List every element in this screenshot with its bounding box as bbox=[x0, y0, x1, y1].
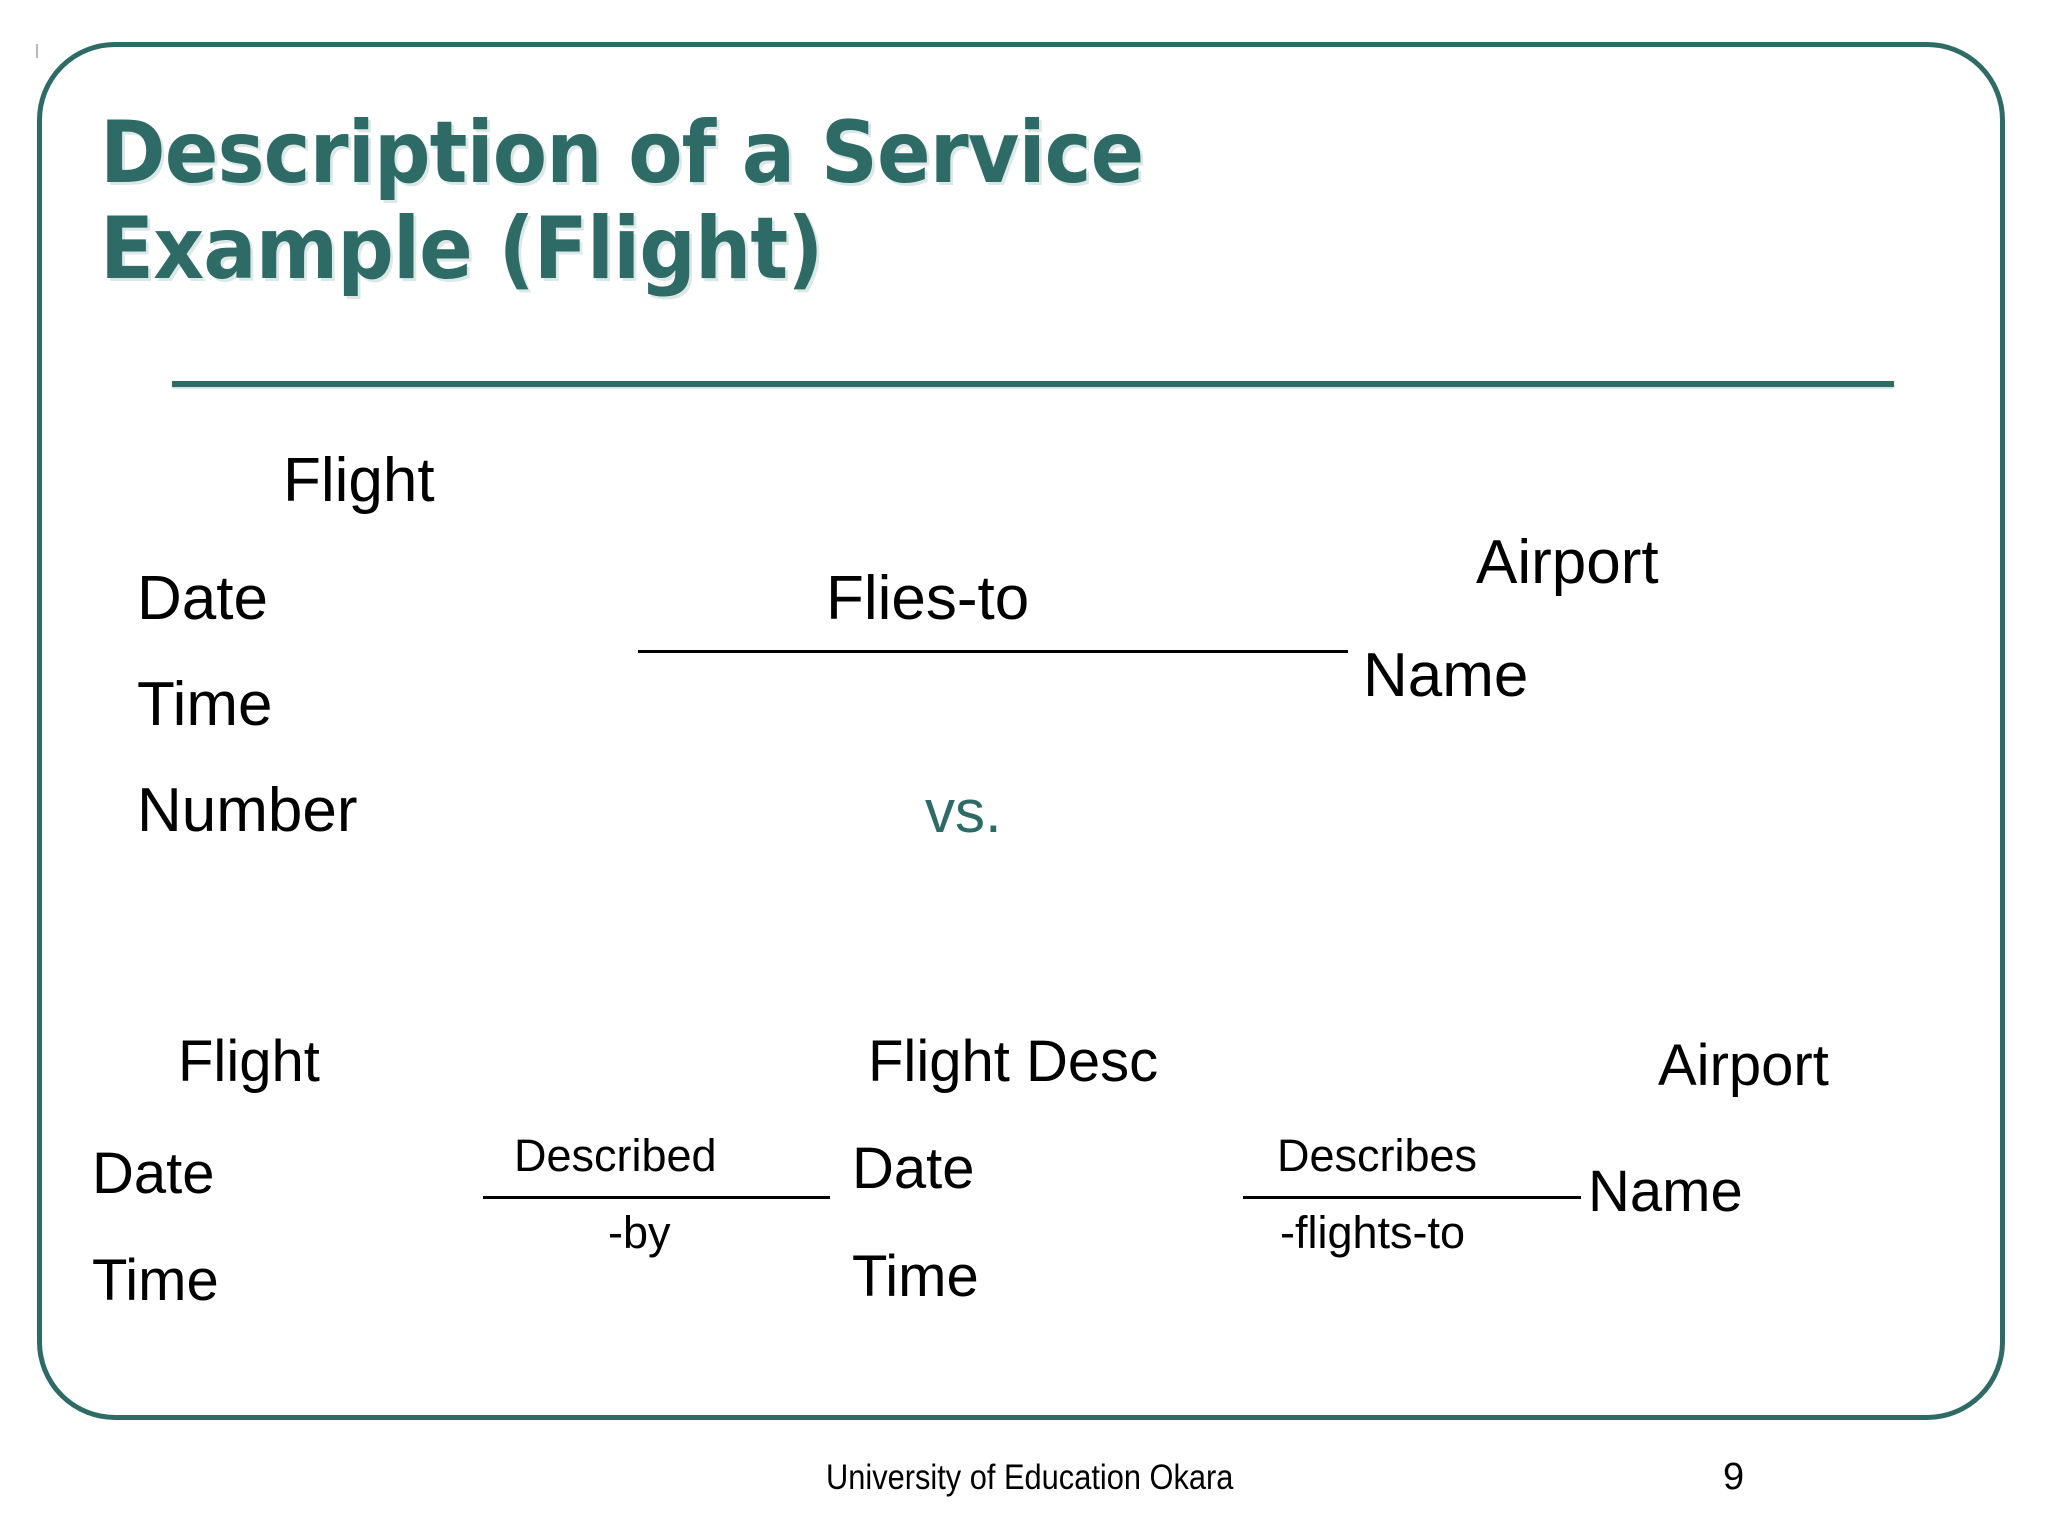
top-left-entity-name: Flight bbox=[283, 446, 435, 515]
bottom-left-entity-attribute-time: Time bbox=[92, 1248, 219, 1313]
bottom-right-entity-attribute-name: Name bbox=[1588, 1159, 1743, 1224]
bottom-left-entity-attribute-date: Date bbox=[92, 1141, 215, 1206]
top-right-entity-name: Airport bbox=[1476, 528, 1659, 597]
bottom-middle-entity-attribute-date: Date bbox=[852, 1136, 975, 1201]
slide-number: 9 bbox=[1723, 1456, 1745, 1498]
comparison-separator-label: vs. bbox=[925, 778, 1002, 845]
top-relationship-label: Flies-to bbox=[826, 564, 1030, 633]
page-title-line-1: Description of a Service bbox=[100, 103, 1144, 203]
footer-organization: University of Education Okara bbox=[826, 1458, 1234, 1497]
bottom-left-relationship-label-bottom: -by bbox=[608, 1207, 671, 1258]
bottom-left-relationship-label-top: Described bbox=[514, 1130, 717, 1181]
bottom-left-entity-name: Flight bbox=[178, 1029, 320, 1094]
top-right-entity-attribute-name: Name bbox=[1363, 641, 1529, 710]
bottom-right-relationship-label-bottom: -flights-to bbox=[1280, 1207, 1466, 1258]
page-title-line-2: Example (Flight) bbox=[100, 199, 823, 300]
page-title: Description of a Service Example (Flight… bbox=[100, 105, 1600, 298]
bottom-left-relationship-line bbox=[483, 1196, 830, 1199]
bottom-right-relationship-line bbox=[1243, 1196, 1581, 1199]
title-divider-rule bbox=[172, 381, 1894, 387]
bottom-right-entity-name: Airport bbox=[1658, 1033, 1829, 1098]
bottom-middle-entity-name: Flight Desc bbox=[868, 1029, 1159, 1094]
bottom-middle-entity-attribute-time: Time bbox=[852, 1244, 979, 1309]
top-relationship-line bbox=[638, 650, 1348, 653]
bottom-right-relationship-label-top: Describes bbox=[1277, 1130, 1478, 1181]
top-left-entity-attribute-date: Date bbox=[137, 564, 268, 633]
stray-artifact-mark bbox=[36, 44, 38, 58]
top-left-entity-attribute-number: Number bbox=[137, 776, 358, 845]
top-left-entity-attribute-time: Time bbox=[137, 670, 273, 739]
